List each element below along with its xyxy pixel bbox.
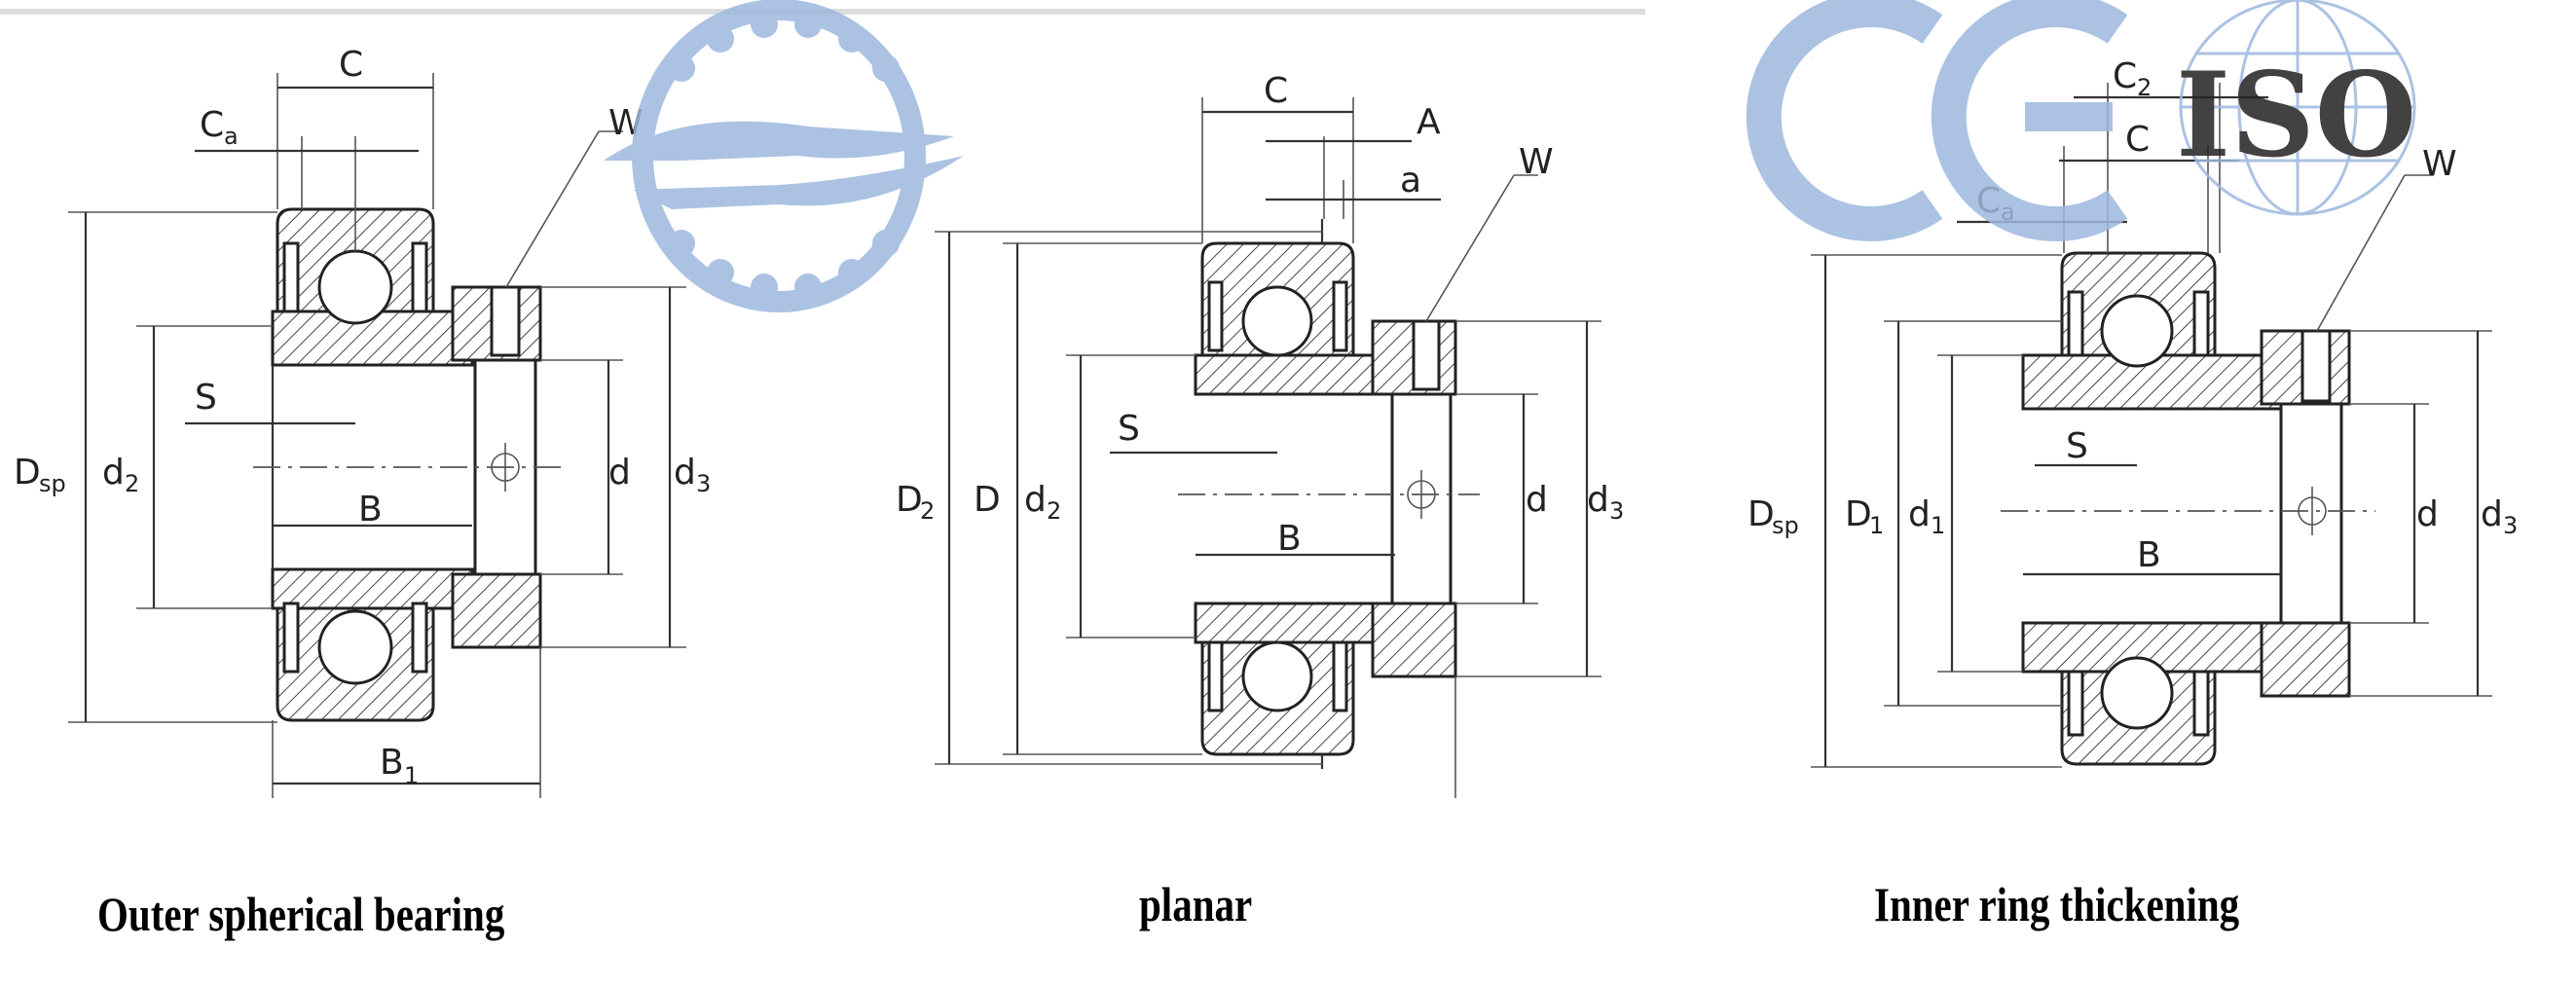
- svg-text:CE: CE: [1811, 57, 1813, 59]
- label-a-upper: A: [1417, 102, 1441, 142]
- caption-outer-spherical-bearing: Outer spherical bearing: [97, 887, 505, 941]
- svg-text:a: a: [224, 123, 239, 150]
- label-c: C: [339, 45, 363, 85]
- caption-inner-ring-thickening: Inner ring thickening: [1874, 877, 2240, 931]
- label-s: S: [2066, 426, 2088, 466]
- diagram-outer-spherical-bearing: C C a W S B B 1 D sp d 2 d d 3: [14, 45, 711, 798]
- svg-text:sp: sp: [39, 470, 66, 497]
- label-c: C: [2125, 120, 2150, 160]
- svg-text:ISO: ISO: [2176, 47, 2416, 184]
- label-w: W: [1519, 142, 1554, 182]
- seal-left-bottom: [2067, 670, 2084, 737]
- diagram-planar: C A a W S B D 2 D d 2 d d 3: [896, 71, 1624, 798]
- label-d3: d: [674, 453, 696, 492]
- set-screw: [1412, 319, 1441, 391]
- label-w: W: [2422, 144, 2457, 184]
- inner-ring-bottom: [1194, 602, 1397, 644]
- label-d2-upper: D: [896, 480, 923, 520]
- label-dsp: D: [1748, 494, 1775, 534]
- ball-top: [317, 249, 393, 325]
- label-b: B: [1277, 519, 1302, 559]
- seal-right-top: [411, 241, 428, 313]
- ce-logo-watermark: CE: [1746, 0, 2128, 241]
- label-d-upper: D: [974, 480, 1001, 520]
- label-ca: C: [200, 105, 224, 145]
- label-d: d: [2416, 494, 2439, 534]
- label-d2: d: [102, 453, 125, 492]
- inner-ring-top: [2021, 353, 2283, 411]
- svg-text:3: 3: [2503, 512, 2518, 539]
- svg-text:2: 2: [920, 497, 935, 525]
- ball-bottom: [2100, 656, 2174, 730]
- svg-text:3: 3: [1609, 497, 1624, 525]
- svg-text:1: 1: [1869, 512, 1884, 539]
- seal-left-top: [2067, 290, 2084, 357]
- caption-planar: planar: [1139, 877, 1253, 931]
- iso-logo-watermark: ISO: [2176, 0, 2416, 216]
- svg-text:3: 3: [696, 470, 711, 497]
- collar-bottom: [2260, 621, 2351, 698]
- label-a-lower: a: [1400, 161, 1421, 201]
- seal-left-top: [1207, 280, 1224, 352]
- svg-text:2: 2: [1047, 497, 1061, 525]
- set-screw: [2300, 329, 2332, 403]
- inner-ring-bottom: [271, 567, 474, 610]
- inner-ring-top: [1194, 353, 1397, 396]
- label-b1: B: [380, 743, 404, 783]
- seal-right-top: [2192, 290, 2210, 357]
- svg-text:1: 1: [404, 762, 419, 789]
- label-d: d: [1526, 480, 1548, 520]
- label-b: B: [358, 490, 383, 529]
- set-screw: [490, 285, 521, 357]
- seal-left-top: [282, 241, 300, 313]
- bearing-logo-watermark: [604, 0, 964, 312]
- label-dsp: D: [14, 453, 41, 492]
- label-c2: C: [2113, 56, 2137, 96]
- ball-top: [1241, 285, 1313, 357]
- label-s: S: [195, 378, 217, 418]
- svg-text:sp: sp: [1772, 512, 1799, 539]
- seal-right-bottom: [411, 602, 428, 674]
- svg-text:2: 2: [2137, 74, 2152, 101]
- label-d2: d: [1024, 480, 1047, 520]
- seal-left-bottom: [1207, 640, 1224, 712]
- label-d3: d: [1587, 480, 1609, 520]
- label-d: d: [608, 453, 631, 492]
- seal-right-bottom: [2192, 670, 2210, 737]
- label-d1: d: [1908, 494, 1931, 534]
- seal-right-top: [1332, 280, 1348, 352]
- label-d3: d: [2481, 494, 2503, 534]
- svg-text:1: 1: [1931, 512, 1945, 539]
- ball-bottom: [317, 609, 393, 685]
- label-d1-upper: D: [1845, 494, 1872, 534]
- svg-text:2: 2: [125, 470, 139, 497]
- label-s: S: [1118, 409, 1140, 449]
- seal-left-bottom: [282, 602, 300, 674]
- collar-bottom: [451, 572, 542, 649]
- label-b: B: [2137, 535, 2161, 575]
- collar-bore: [2279, 402, 2343, 625]
- ball-top: [2100, 294, 2174, 368]
- collar-bottom: [1371, 602, 1457, 678]
- label-c: C: [1264, 71, 1288, 111]
- seal-right-bottom: [1332, 640, 1348, 712]
- ball-bottom: [1241, 640, 1313, 712]
